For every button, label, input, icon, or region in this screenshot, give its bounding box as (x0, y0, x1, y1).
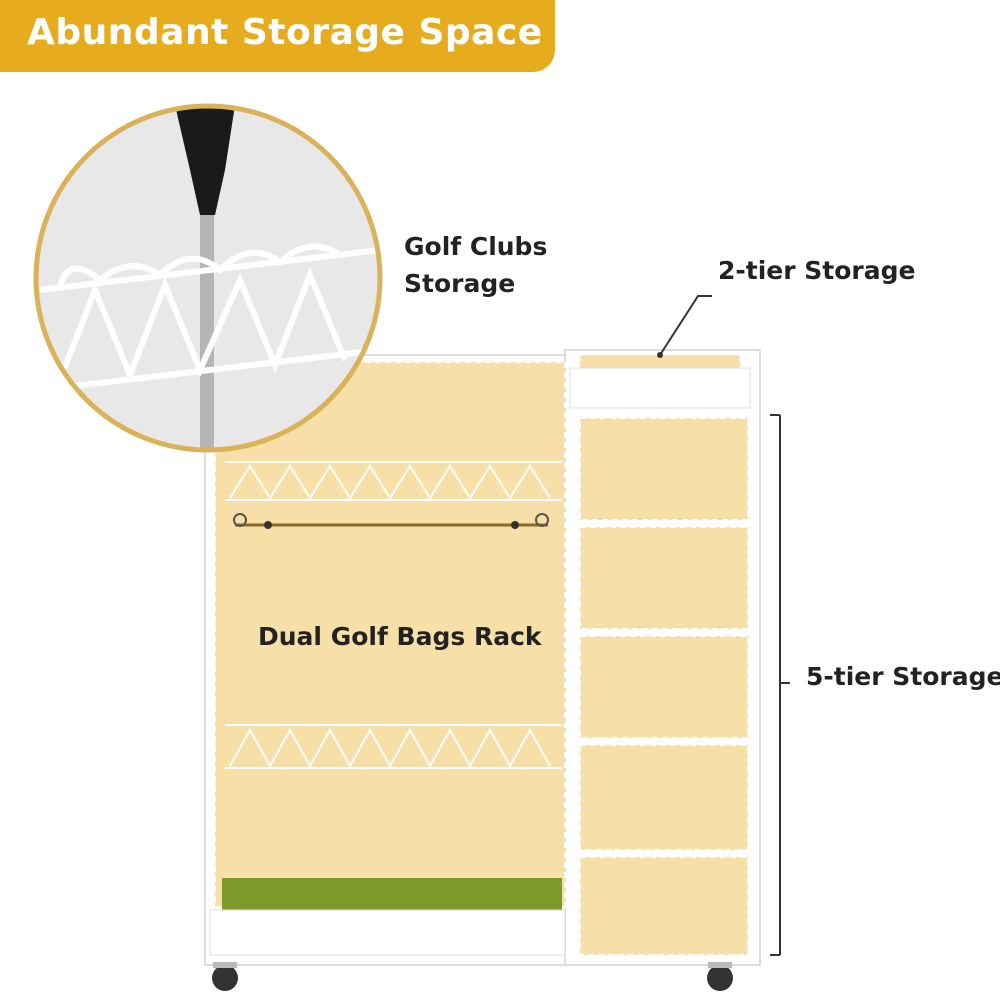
dual-golf-bags-rack-label: Dual Golf Bags Rack (258, 622, 542, 651)
five-tier-bracket (770, 414, 790, 956)
zoom-detail-circle (36, 106, 380, 450)
two-tier-storage-label: 2-tier Storage (718, 256, 916, 285)
zoom-circle-border (33, 103, 383, 453)
two-tier-tray (569, 367, 751, 409)
golf-clubs-storage-label: Golf Clubs Storage (404, 228, 547, 302)
cabinet-base-rail (209, 909, 566, 956)
shelf-5 (579, 856, 749, 956)
shelf-3 (579, 635, 749, 739)
two-tier-leader-line (659, 295, 712, 356)
golf-bag-area-highlight (214, 361, 566, 908)
shelf-2 (579, 526, 749, 630)
title-banner: Abundant Storage Space (0, 0, 555, 72)
upper-wire-rack (225, 461, 562, 501)
shelf-4 (579, 744, 749, 851)
golf-clubs-line2: Storage (404, 269, 516, 298)
turf-mat (222, 878, 562, 910)
shelf-1 (579, 417, 749, 521)
golf-clubs-line1: Golf Clubs (404, 232, 548, 261)
caster-wheels (212, 962, 733, 991)
banner-title: Abundant Storage Space (27, 12, 543, 53)
lower-wire-rack (225, 724, 562, 769)
bungee-cord (233, 513, 549, 529)
five-tier-storage-label: 5-tier Storage (806, 662, 1000, 691)
